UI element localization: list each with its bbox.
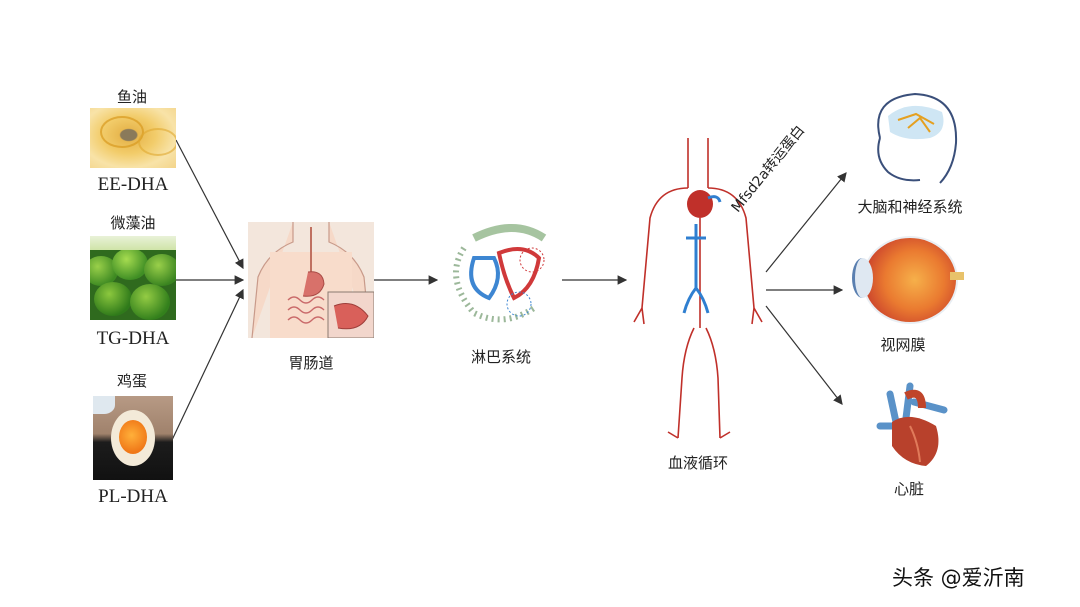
eyeball-image xyxy=(848,232,964,324)
stage-label-digestive-tract: 胃肠道 xyxy=(288,354,334,372)
source-form-ee-dha: EE-DHA xyxy=(97,174,169,195)
watermark: 头条 @爱沂南 xyxy=(892,566,1025,590)
source-label-egg: 鸡蛋 xyxy=(116,372,147,390)
source-label-fish-oil: 鱼油 xyxy=(116,88,147,106)
target-label-brain: 大脑和神经系统 xyxy=(857,198,963,216)
stage-label-lymphatic-system: 淋巴系统 xyxy=(470,348,531,366)
source-form-tg-dha: TG-DHA xyxy=(96,328,170,349)
circulatory-system-image xyxy=(628,138,768,442)
egg-image xyxy=(93,396,173,480)
source-form-pl-dha: PL-DHA xyxy=(98,486,168,507)
target-label-retina: 视网膜 xyxy=(880,336,926,354)
fish-oil-image xyxy=(90,108,176,168)
lymphatic-system-image xyxy=(444,218,556,330)
source-label-microalgae: 微藻油 xyxy=(110,214,156,232)
stage-label-circulatory-system: 血液循环 xyxy=(667,454,728,472)
digestive-tract-image xyxy=(248,222,374,338)
heart-image xyxy=(870,382,948,468)
child-brain-image xyxy=(860,88,964,188)
target-label-heart: 心脏 xyxy=(893,480,924,498)
microalgae-image xyxy=(90,236,176,320)
